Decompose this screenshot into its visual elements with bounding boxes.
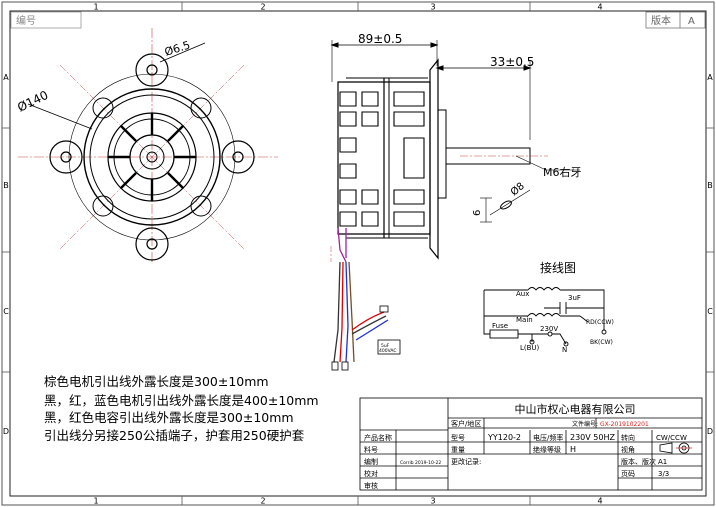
- customer-label: 客户/地区: [451, 419, 481, 428]
- zone-top-1: 1: [93, 3, 98, 12]
- wiring-main: Main: [516, 316, 533, 324]
- code-box: [10, 11, 82, 29]
- file-label: 文件编号:: [572, 420, 598, 428]
- voltage-label: 电压/频率: [533, 433, 563, 442]
- wiring-bk: BK(CW): [590, 339, 613, 346]
- product-name-label: 产品名称: [364, 433, 392, 442]
- flat-dim: 6: [472, 210, 483, 216]
- version-edition-label: 版本、版次: [621, 457, 656, 466]
- check-label: 校对: [364, 469, 378, 478]
- side-view: [330, 40, 580, 260]
- cap-plug-voltage: 400VAC: [379, 348, 397, 354]
- zone-left-a: A: [3, 73, 9, 82]
- drawn-label: 编制: [364, 457, 378, 466]
- note-line-4: 引出线分另接250公插端子，护套用250硬护套: [44, 428, 305, 443]
- page-value: 3/3: [658, 470, 669, 478]
- voltage-value: 230V 50HZ: [570, 433, 615, 442]
- note-line-2: 黑，红，蓝色电机引出线外露长度是400±10mm: [44, 393, 319, 408]
- zone-top-4: 4: [597, 3, 602, 12]
- version-edition-value: A1: [658, 458, 667, 466]
- page-label: 页码: [621, 470, 635, 478]
- version-value: A: [688, 16, 695, 27]
- side-shaft-dim: 33±0.5: [490, 55, 534, 69]
- projection-symbol-icon: [659, 442, 692, 454]
- wiring-l: L(BU): [520, 344, 540, 352]
- zone-top-3: 3: [430, 3, 435, 12]
- side-length-dim: 89±0.5: [358, 32, 402, 46]
- wiring-cap: 3uF: [568, 294, 581, 302]
- code-label: 编号: [16, 14, 36, 27]
- weight-label: 重量: [451, 446, 465, 454]
- zone-right-a: A: [707, 73, 713, 82]
- wiring-voltage: 230V: [540, 325, 558, 333]
- wiring-diagram: [483, 287, 607, 347]
- thread-label: M6右牙: [543, 165, 582, 179]
- zone-bottom-2: 2: [260, 497, 265, 506]
- note-line-1: 棕色电机引出线外露长度是300±10mm: [44, 374, 269, 389]
- material-label: 料号: [364, 445, 378, 454]
- zone-left-c: C: [3, 307, 9, 316]
- wiring-fuse: Fuse: [492, 322, 508, 330]
- company-name: 中山市权心电器有限公司: [515, 402, 636, 416]
- insulation-label: 绝缘等级: [533, 445, 561, 454]
- zone-right-c: C: [707, 307, 713, 316]
- front-view: [18, 28, 278, 262]
- zone-left-d: D: [3, 427, 9, 436]
- approve-label: 审核: [364, 481, 378, 490]
- insulation-value: H: [570, 445, 576, 454]
- front-dia-small: Ø6.5: [163, 38, 192, 58]
- zone-bottom-1: 1: [93, 497, 98, 506]
- model-value: YY120-2: [487, 433, 521, 442]
- wiring-title: 接线图: [540, 260, 576, 275]
- rotation-label: 转向: [621, 433, 635, 442]
- zone-left-b: B: [3, 181, 9, 190]
- shaft-dia: Ø8: [508, 180, 527, 198]
- zone-right-b: B: [707, 181, 713, 190]
- title-block: [359, 397, 703, 491]
- zone-top-2: 2: [260, 3, 265, 12]
- model-label: 型号: [451, 433, 465, 442]
- wiring-rd: RD(CCW): [586, 319, 614, 326]
- wiring-aux: Aux: [516, 290, 529, 298]
- zone-right-d: D: [707, 427, 713, 436]
- view-label: 视角: [621, 445, 635, 454]
- version-label: 版本: [651, 14, 671, 27]
- file-no: GX-2019102201: [600, 421, 649, 428]
- zone-bottom-3: 3: [430, 497, 435, 506]
- wiring-n: N: [562, 346, 567, 354]
- cap-plug-label: 5uF: [381, 343, 390, 349]
- change-label: 更改记录:: [451, 457, 481, 466]
- rotation-value: CW/CCW: [656, 434, 687, 442]
- note-line-3: 黑，红色电容引出线外露长度是300±10mm: [44, 410, 294, 425]
- drawn-by: Corrib 2019-10-22: [400, 460, 441, 466]
- zone-bottom-4: 4: [597, 497, 602, 506]
- version-box: [645, 11, 706, 29]
- lead-wires: [330, 227, 401, 371]
